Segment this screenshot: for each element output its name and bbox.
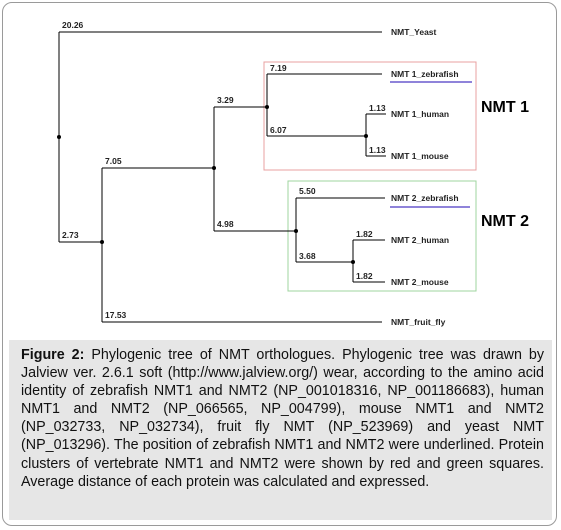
nmt2-cluster-label: NMT 2 <box>481 213 529 230</box>
nmt1-human-length-label: 1.13 <box>369 103 386 113</box>
figure-caption: Figure 2: Phylogenic tree of NMT ortholo… <box>21 346 544 491</box>
nmt2-mouse-length-label: 1.82 <box>356 271 373 281</box>
caption-text: Phylogenic tree of NMT orthologues. Phyl… <box>21 347 544 490</box>
animal-length-label: 2.73 <box>62 230 79 240</box>
leaf-nmt2-human: NMT 2_human <box>391 235 449 245</box>
animal-node <box>100 240 104 244</box>
nmt1-cluster-label: NMT 1 <box>481 99 529 116</box>
nmt2-clade-length-label: 4.98 <box>217 219 234 229</box>
nmt2-zebrafish-length-label: 5.50 <box>299 186 316 196</box>
leaf-nmt1-human: NMT 1_human <box>391 109 449 119</box>
vertebrate-node <box>212 166 216 170</box>
nmt2-human-mouse-length-label: 3.68 <box>299 251 316 261</box>
leaf-nmt1-mouse: NMT 1_mouse <box>391 151 449 161</box>
nmt1-human-mouse-length-label: 6.07 <box>270 125 287 135</box>
leaf-yeast: NMT_Yeast <box>391 27 437 37</box>
nmt1-cluster-box <box>263 61 477 171</box>
caption-box: Figure 2: Phylogenic tree of NMT ortholo… <box>9 340 552 520</box>
figure-label: Figure 2: <box>21 347 85 363</box>
leaf-nmt1-zebrafish: NMT 1_zebrafish <box>391 69 459 79</box>
leaf-fruit-fly: NMT_fruit_fly <box>391 317 446 327</box>
nmt2-cluster-box <box>287 180 477 292</box>
fruit-fly-length-label: 17.53 <box>105 310 127 320</box>
nmt1-clade-length-label: 3.29 <box>217 95 234 105</box>
nmt1-zebrafish-length-label: 7.19 <box>270 63 287 73</box>
nmt1-mouse-length-label: 1.13 <box>369 145 386 155</box>
phylogenetic-tree: 20.26 7.19 3.29 6.07 1.13 1.13 7.05 5.50… <box>57 20 529 327</box>
yeast-length-label: 20.26 <box>62 20 84 30</box>
nmt1-node <box>265 105 269 109</box>
nmt2-node <box>294 229 298 233</box>
nmt2-human-mouse-node <box>351 260 355 264</box>
vertebrate-length-label: 7.05 <box>105 156 122 166</box>
root-node <box>57 135 61 139</box>
leaf-nmt2-zebrafish: NMT 2_zebrafish <box>391 193 459 203</box>
leaf-nmt2-mouse: NMT 2_mouse <box>391 277 449 287</box>
nmt1-human-mouse-node <box>364 134 368 138</box>
nmt2-human-length-label: 1.82 <box>356 229 373 239</box>
